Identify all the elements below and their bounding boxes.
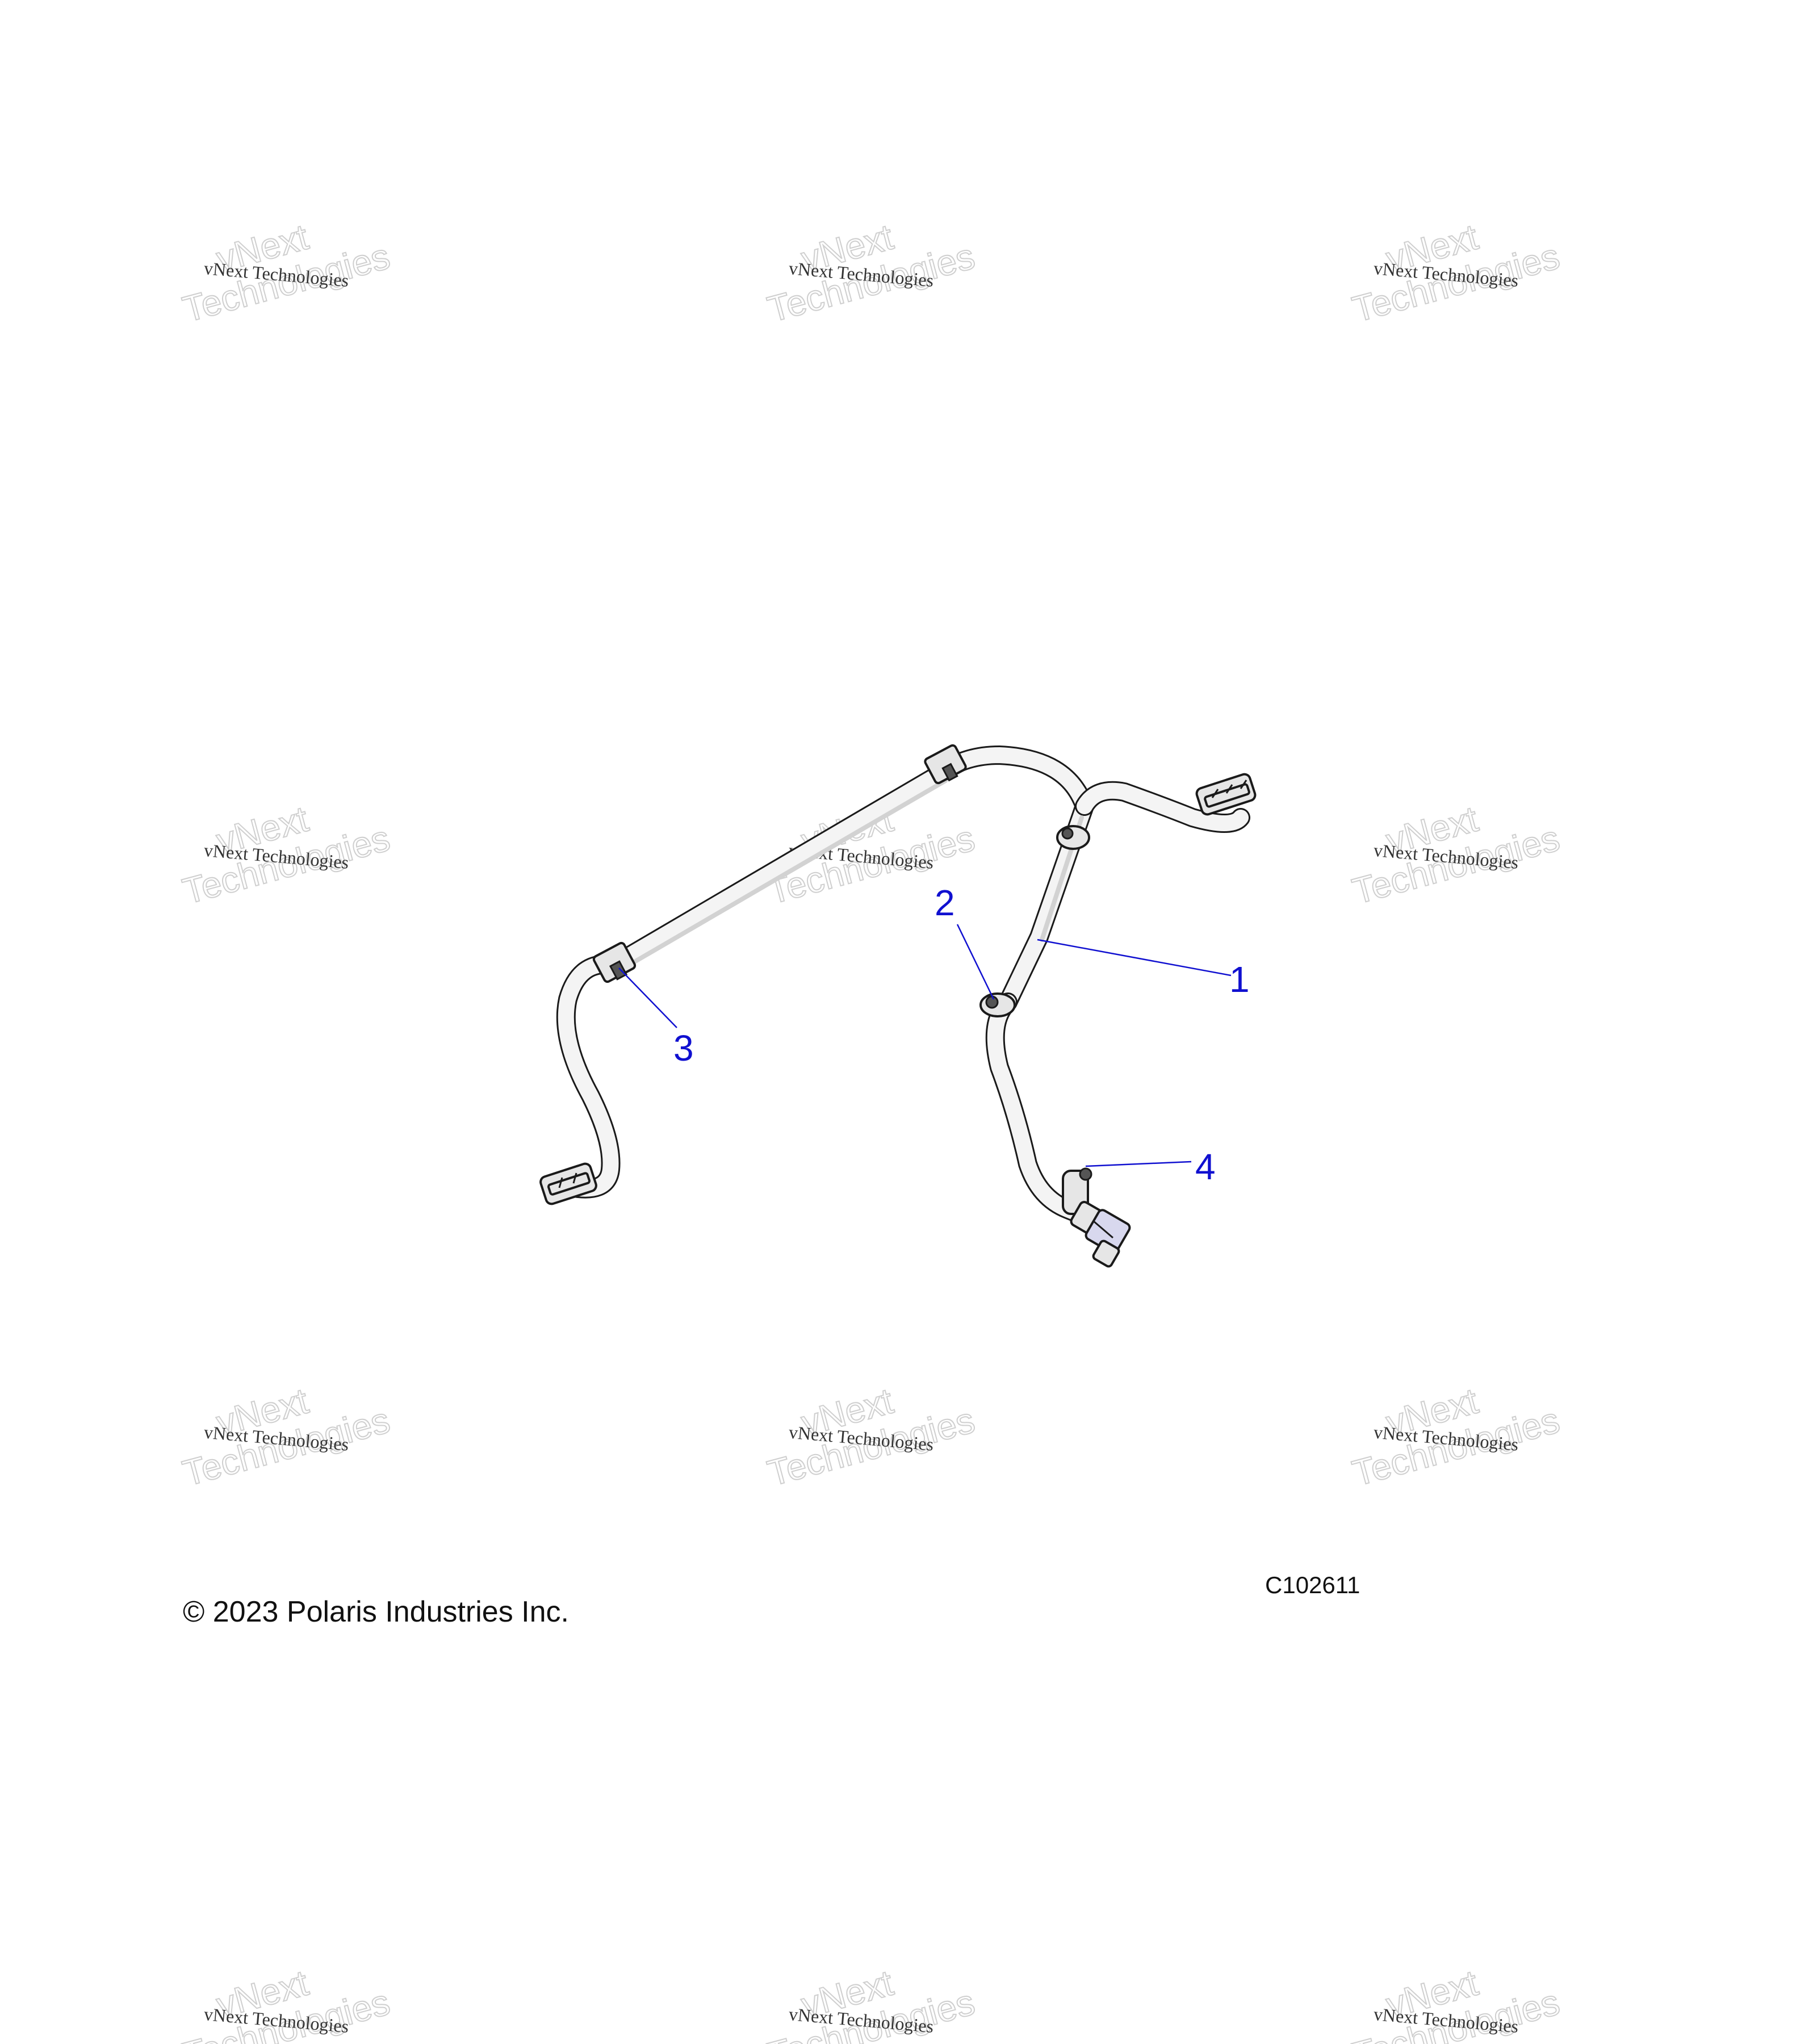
leader-callout-1: [1037, 939, 1232, 977]
copyright-text: © 2023 Polaris Industries Inc.: [183, 1595, 569, 1628]
callout-4-label: 4: [1195, 1146, 1216, 1187]
callout-labels: 1 2 3 4: [673, 882, 1250, 1187]
connector-upper-right: [1195, 773, 1257, 816]
wire-harness: [539, 744, 1257, 1268]
connector-lower-left: [539, 1162, 597, 1205]
harness-clip: [924, 744, 967, 785]
callout-3-label: 3: [673, 1028, 694, 1069]
figure-code: C102611: [1265, 1572, 1360, 1598]
harness-fastener: [979, 992, 1016, 1017]
leader-callout-3: [618, 967, 677, 1028]
callout-leaders: [618, 924, 1232, 1167]
callout-1-label: 1: [1229, 959, 1250, 1000]
harness-fastener: [1056, 825, 1090, 850]
leader-callout-2: [956, 924, 995, 1000]
harness-clip: [592, 941, 637, 983]
leader-callout-4: [1085, 1161, 1192, 1167]
connector-lower-right: [1062, 1167, 1131, 1268]
callout-2-label: 2: [935, 882, 955, 923]
